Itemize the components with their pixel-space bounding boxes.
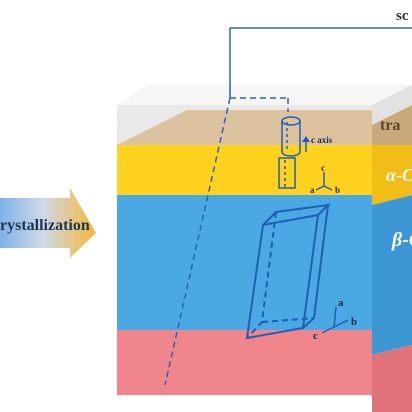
axis-large-c: c <box>313 330 318 342</box>
alpha-prism <box>278 157 296 189</box>
cylinder-crystal <box>281 116 301 157</box>
beta-prism <box>245 203 331 340</box>
crystallization-label: rystallization <box>0 217 90 234</box>
alpha-layer-front <box>117 145 372 195</box>
alpha-layer-label: α-C <box>386 165 412 185</box>
c-axis-indicator: c axis <box>302 135 333 152</box>
axis-triad-small <box>315 172 333 191</box>
beta-layer-front <box>117 195 372 330</box>
substrate-layer-front <box>117 330 372 395</box>
c-axis-label: c axis <box>311 135 333 145</box>
layer-stack-side <box>372 85 412 412</box>
axis-small-c: c <box>321 163 325 173</box>
layer-stack-front <box>117 105 372 395</box>
beta-layer-label: β-C <box>391 229 412 251</box>
axis-small-a: a <box>310 185 315 195</box>
axis-large-a: a <box>338 297 344 309</box>
scan-bracket <box>164 27 412 386</box>
tan-layer-top <box>117 110 412 145</box>
axis-large-b: b <box>351 316 357 328</box>
axis-small-b: b <box>335 185 340 195</box>
transparent-layer-label: tra <box>380 117 400 134</box>
crystallization-arrow: rystallization <box>0 188 96 258</box>
transparent-layer-top <box>117 85 412 105</box>
axis-triad-large <box>321 306 349 334</box>
scan-label: sc <box>396 8 409 24</box>
